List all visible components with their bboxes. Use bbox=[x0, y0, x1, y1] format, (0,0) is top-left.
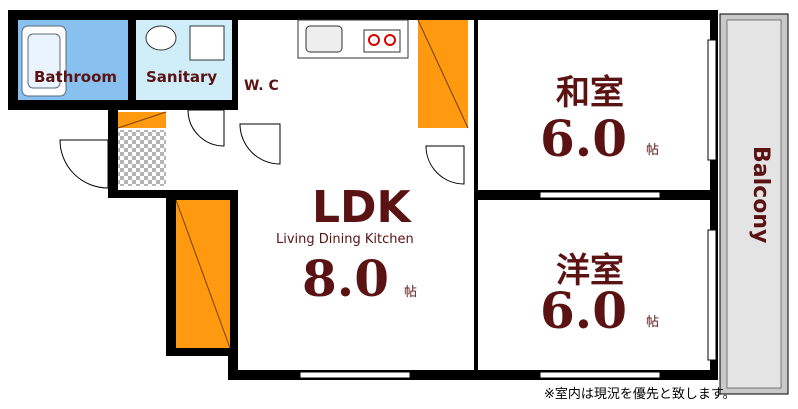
youshitsu-label: 洋室 bbox=[556, 251, 624, 291]
washitsu-unit: 帖 bbox=[646, 143, 659, 158]
window bbox=[299, 371, 411, 379]
window bbox=[539, 371, 661, 379]
sink-icon bbox=[305, 25, 343, 53]
door-swing bbox=[425, 145, 465, 185]
window bbox=[539, 191, 661, 199]
door-swing bbox=[239, 123, 281, 165]
youshitsu-unit: 帖 bbox=[646, 315, 659, 330]
washitsu-room bbox=[478, 20, 710, 190]
balcony-label: Balcony bbox=[748, 146, 773, 243]
wc-label: W. C bbox=[244, 78, 279, 94]
sanitary-label: Sanitary bbox=[146, 68, 217, 86]
ldk-unit: 帖 bbox=[404, 285, 417, 300]
stove-icon bbox=[368, 34, 380, 46]
door-swing bbox=[187, 109, 225, 147]
washitsu-label: 和室 bbox=[556, 73, 624, 113]
ldk-sub-label: Living Dining Kitchen bbox=[276, 232, 414, 247]
disclaimer-note: ※室内は現況を優先と致します。 bbox=[544, 386, 736, 402]
washitsu-size: 6.0 bbox=[540, 109, 627, 168]
bathroom-label: Bathroom bbox=[34, 68, 117, 86]
washer-icon bbox=[189, 25, 225, 61]
ldk-size: 8.0 bbox=[302, 249, 389, 308]
youshitsu-room bbox=[478, 200, 710, 370]
window bbox=[707, 229, 717, 361]
door-swing bbox=[59, 139, 109, 189]
entrance-floor bbox=[118, 130, 166, 186]
ldk-label: LDK bbox=[312, 182, 413, 233]
basin-icon bbox=[145, 25, 177, 51]
youshitsu-size: 6.0 bbox=[540, 281, 627, 340]
window bbox=[707, 39, 717, 161]
